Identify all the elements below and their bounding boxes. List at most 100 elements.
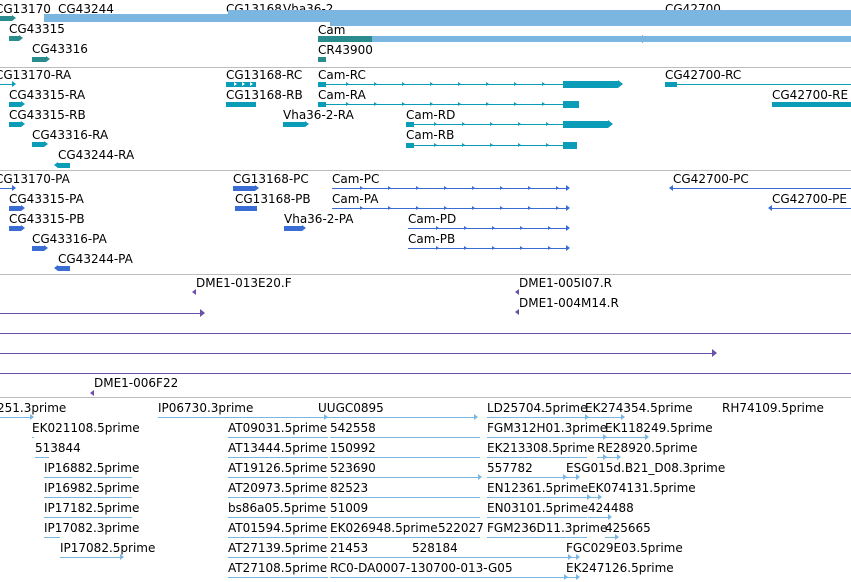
feature-block[interactable] — [32, 246, 44, 251]
feature-block[interactable] — [600, 14, 851, 20]
direction-arrow-right — [324, 414, 328, 420]
feature-line[interactable] — [228, 517, 328, 518]
track-divider — [0, 397, 851, 398]
feature-line[interactable] — [0, 84, 12, 85]
feature-block[interactable] — [44, 16, 576, 22]
feature-label: AT20973.5prime — [228, 481, 328, 495]
feature-block[interactable] — [772, 102, 851, 107]
feature-line[interactable] — [228, 477, 328, 478]
feature-block[interactable] — [226, 102, 256, 107]
feature-line[interactable] — [32, 437, 34, 438]
feature-line[interactable] — [228, 437, 328, 438]
feature-block[interactable] — [406, 122, 414, 127]
direction-arrow-right — [542, 102, 545, 106]
direction-arrow-right — [645, 434, 649, 440]
feature-line[interactable] — [566, 577, 576, 578]
feature-block[interactable] — [228, 10, 780, 16]
feature-line[interactable] — [330, 577, 566, 578]
feature-line[interactable] — [487, 457, 587, 458]
feature-block[interactable] — [233, 186, 255, 191]
feature-line[interactable] — [605, 537, 615, 538]
feature-block[interactable] — [318, 82, 326, 87]
feature-block[interactable] — [318, 57, 326, 62]
feature-line[interactable] — [228, 577, 328, 578]
feature-block[interactable] — [406, 143, 414, 148]
feature-block[interactable] — [235, 206, 257, 211]
direction-arrow-right — [360, 206, 363, 210]
feature-line[interactable] — [0, 333, 851, 334]
feature-line[interactable] — [332, 208, 568, 209]
feature-line[interactable] — [60, 557, 120, 558]
feature-block[interactable] — [9, 122, 21, 127]
feature-line[interactable] — [487, 537, 587, 538]
feature-block[interactable] — [563, 121, 608, 128]
feature-line[interactable] — [487, 417, 585, 418]
feature-block[interactable] — [283, 122, 305, 127]
direction-arrow-right — [346, 82, 349, 86]
feature-line[interactable] — [318, 417, 474, 418]
direction-arrow-right — [603, 454, 607, 460]
feature-line[interactable] — [158, 417, 324, 418]
feature-block[interactable] — [284, 226, 302, 231]
feature-line[interactable] — [0, 188, 12, 189]
feature-block[interactable] — [9, 36, 19, 41]
feature-block[interactable] — [58, 266, 70, 271]
feature-block[interactable] — [32, 57, 46, 62]
feature-block[interactable] — [468, 36, 851, 42]
feature-line[interactable] — [677, 84, 851, 85]
feature-line[interactable] — [588, 517, 608, 518]
feature-line[interactable] — [35, 457, 49, 458]
feature-line[interactable] — [0, 313, 200, 314]
feature-block[interactable] — [226, 82, 256, 87]
feature-line[interactable] — [44, 497, 132, 498]
feature-line[interactable] — [318, 104, 578, 105]
feature-line[interactable] — [330, 457, 480, 458]
feature-block[interactable] — [9, 206, 21, 211]
feature-line[interactable] — [0, 373, 851, 374]
feature-block[interactable] — [32, 142, 44, 147]
feature-block[interactable] — [58, 163, 70, 168]
feature-line[interactable] — [673, 188, 851, 189]
feature-line[interactable] — [487, 517, 587, 518]
feature-line[interactable] — [332, 188, 568, 189]
direction-arrow-right — [585, 414, 589, 420]
feature-block[interactable] — [0, 16, 12, 21]
feature-line[interactable] — [330, 557, 568, 558]
feature-line[interactable] — [408, 248, 568, 249]
feature-line[interactable] — [330, 497, 480, 498]
feature-line[interactable] — [330, 437, 480, 438]
feature-line[interactable] — [406, 124, 606, 125]
feature-block[interactable] — [563, 142, 577, 149]
feature-block[interactable] — [9, 226, 21, 231]
feature-block[interactable] — [722, 10, 851, 16]
feature-line[interactable] — [487, 437, 603, 438]
feature-line[interactable] — [318, 84, 618, 85]
feature-line[interactable] — [772, 208, 851, 209]
feature-block[interactable] — [665, 82, 677, 87]
feature-line[interactable] — [44, 477, 132, 478]
feature-line[interactable] — [44, 537, 60, 538]
feature-line[interactable] — [487, 497, 587, 498]
feature-line[interactable] — [330, 477, 480, 478]
feature-line[interactable] — [44, 517, 132, 518]
feature-line[interactable] — [0, 417, 30, 418]
feature-block[interactable] — [563, 101, 579, 108]
feature-block[interactable] — [318, 102, 326, 107]
feature-line[interactable] — [588, 497, 598, 498]
feature-line[interactable] — [408, 228, 568, 229]
feature-line[interactable] — [585, 417, 621, 418]
feature-line[interactable] — [228, 537, 328, 538]
feature-line[interactable] — [330, 517, 480, 518]
feature-line[interactable] — [228, 557, 328, 558]
feature-line[interactable] — [487, 477, 563, 478]
feature-block[interactable] — [9, 102, 21, 107]
feature-line[interactable] — [605, 437, 645, 438]
feature-line[interactable] — [566, 477, 576, 478]
feature-block[interactable] — [563, 81, 618, 88]
feature-line[interactable] — [228, 497, 328, 498]
feature-line[interactable] — [597, 457, 617, 458]
feature-block[interactable] — [330, 20, 851, 26]
feature-line[interactable] — [228, 457, 328, 458]
feature-line[interactable] — [330, 537, 480, 538]
feature-line[interactable] — [0, 353, 712, 354]
